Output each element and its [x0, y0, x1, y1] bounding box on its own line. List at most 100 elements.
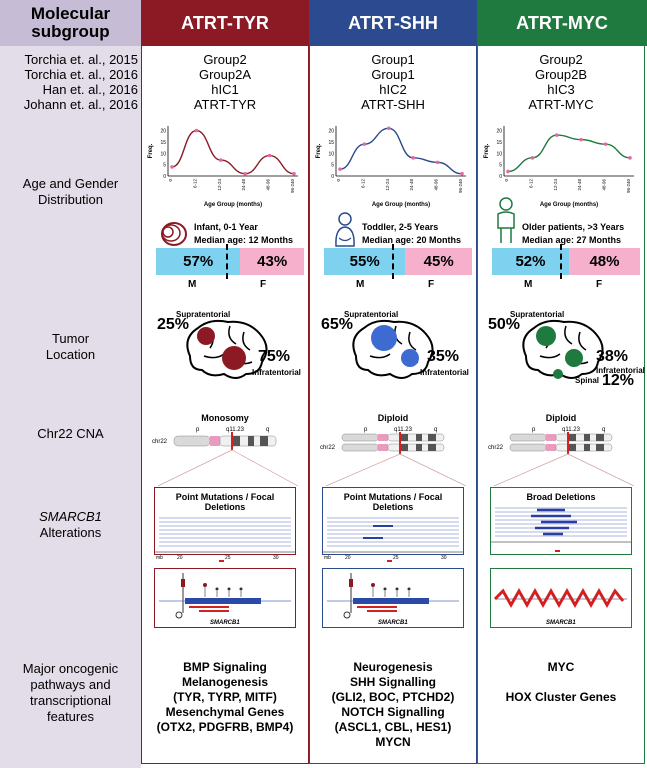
x-tick-label: 48-96: [434, 179, 439, 191]
subgroup-name: Group2B: [534, 67, 588, 82]
pathway-item: BMP Signaling: [183, 660, 267, 674]
chr22-label: chr22: [152, 439, 168, 445]
axis-25: 25: [225, 555, 231, 561]
y-tick-label: 20: [496, 129, 502, 135]
alteration-title: Point Mutations / Focal Deletions: [343, 492, 443, 512]
data-point: [170, 165, 174, 169]
gene-model-tyr: SMARCB1: [154, 568, 296, 628]
subgroup-names-myc: Group2 Group2B hIC3 ATRT-MYC: [477, 52, 645, 112]
subgroup-names-shh: Group1 Group1 hIC2 ATRT-SHH: [309, 52, 477, 112]
male-label: M: [524, 279, 533, 290]
alteration-box-tyr: Point Mutations / Focal Deletions mb 20 …: [154, 487, 296, 562]
infant-icon: [161, 222, 187, 246]
data-point: [338, 167, 342, 171]
subgroup-name: Group1: [371, 67, 415, 82]
pathway-item: NOTCH Signalling: [341, 705, 445, 719]
female-segment: 45%: [405, 248, 472, 275]
infratentorial-pct: 38%: [596, 348, 629, 365]
q-arm-label: q: [602, 427, 605, 433]
male-percent: 57%: [183, 253, 214, 270]
x-tick-label: 96-240: [290, 179, 295, 194]
p-arm-label: p: [532, 427, 536, 433]
gene-structure: SMARCB1: [159, 573, 291, 626]
x-tick-label: 6-12: [360, 179, 365, 189]
y-tick-label: 0: [331, 174, 334, 180]
age-text-myc: Older patients, >3 Years Median age: 27 …: [522, 221, 624, 247]
x-tick-label: 48-96: [602, 179, 607, 191]
row-label-age: Age and Gender Distribution: [22, 176, 119, 207]
column-tyr: [141, 46, 309, 764]
age-text-shh: Toddler, 2-5 Years Median age: 20 Months: [362, 221, 461, 247]
x-tick-label: 12-24: [385, 179, 390, 191]
column-shh: [309, 46, 477, 764]
q-arm-label: q: [266, 427, 269, 433]
band-label: q11.23: [394, 427, 413, 433]
molecular-subgroup-header: Molecular subgroup: [0, 0, 141, 46]
gene-structure: SMARCB1: [327, 573, 459, 626]
data-point: [194, 128, 199, 133]
subgroup-name: Group1: [371, 52, 415, 67]
median-divider: [392, 244, 394, 279]
pathway-item: (GLI2, BOC, PTCHD2): [331, 690, 455, 704]
data-point: [387, 126, 391, 131]
female-segment: 48%: [568, 248, 640, 275]
data-point: [579, 137, 583, 142]
axis-25: 25: [393, 555, 399, 561]
y-tick-label: 15: [496, 140, 502, 146]
brain-icon-shh: [352, 319, 434, 379]
x-tick-label: 0: [504, 179, 509, 182]
y-tick-label: 5: [499, 163, 502, 169]
gender-bar-shh: 55% 45%: [324, 248, 472, 275]
gene-model-myc: SMARCB1: [490, 568, 632, 628]
x-tick-label: 24-48: [241, 179, 246, 191]
supratentorial-label: Supratentorial: [344, 310, 399, 319]
alteration-title: Point Mutations / Focal Deletions: [175, 492, 275, 512]
male-label: M: [356, 279, 365, 290]
y-tick-label: 0: [163, 174, 166, 180]
axis-20: 20: [177, 555, 183, 561]
reference: Han et. al., 2016: [42, 82, 138, 97]
data-point: [267, 153, 272, 158]
p-arm-label: p: [196, 427, 200, 433]
data-point: [628, 156, 632, 160]
axis-30: 30: [273, 555, 279, 561]
age-group-label: Older patients, >3 Years: [522, 222, 625, 232]
series-line: [339, 127, 463, 175]
female-percent: 43%: [257, 253, 288, 270]
spinal-label: Spinal: [575, 376, 600, 385]
infratentorial-label: Infratentorial: [596, 366, 645, 375]
supratentorial-pct: 65%: [321, 316, 354, 333]
pathways-shh: Neurogenesis SHH Signalling (GLI2, BOC, …: [309, 660, 477, 750]
alteration-box-shh: Point Mutations / Focal Deletions mb 20 …: [322, 487, 464, 562]
data-point: [460, 171, 464, 176]
subgroup-name: Group2A: [198, 67, 252, 82]
chr22-label: chr22: [320, 445, 336, 451]
data-point: [411, 156, 415, 160]
chromosome-diagram-shh: p q11.23 q chr22: [320, 427, 467, 486]
axis-20: 20: [345, 555, 351, 561]
female-percent: 45%: [423, 253, 454, 270]
female-label: F: [260, 279, 267, 290]
y-axis-label: Freq.: [316, 143, 322, 158]
pathway-item: [477, 675, 645, 690]
subgroup-name: hIC3: [547, 82, 575, 97]
y-tick-label: 15: [328, 140, 334, 146]
infratentorial-label: Infratentorial: [420, 368, 469, 377]
axis-30: 30: [441, 555, 447, 561]
supratentorial-pct: 25%: [157, 316, 190, 333]
row-label-pathways: Major oncogenic pathways and transcripti…: [22, 661, 119, 724]
row-label-smarcb1: SMARCB1: [39, 509, 102, 524]
gene-model-shh: SMARCB1: [322, 568, 464, 628]
y-tick-label: 20: [328, 129, 334, 135]
pathway-item: (ASCL1, CBL, HES1): [334, 720, 452, 734]
axis-mb: mb: [324, 555, 331, 561]
alteration-title: Broad Deletions: [526, 492, 596, 502]
row-label-alterations: Alterations: [39, 525, 102, 540]
data-point: [243, 171, 247, 176]
y-tick-label: 5: [163, 163, 166, 169]
x-tick-label: 0: [168, 179, 173, 182]
references-list: Torchia et. al., 2015 Torchia et. al., 2…: [4, 52, 138, 112]
subgroup-name: hIC2: [379, 82, 407, 97]
x-tick-label: 12-24: [217, 179, 222, 191]
